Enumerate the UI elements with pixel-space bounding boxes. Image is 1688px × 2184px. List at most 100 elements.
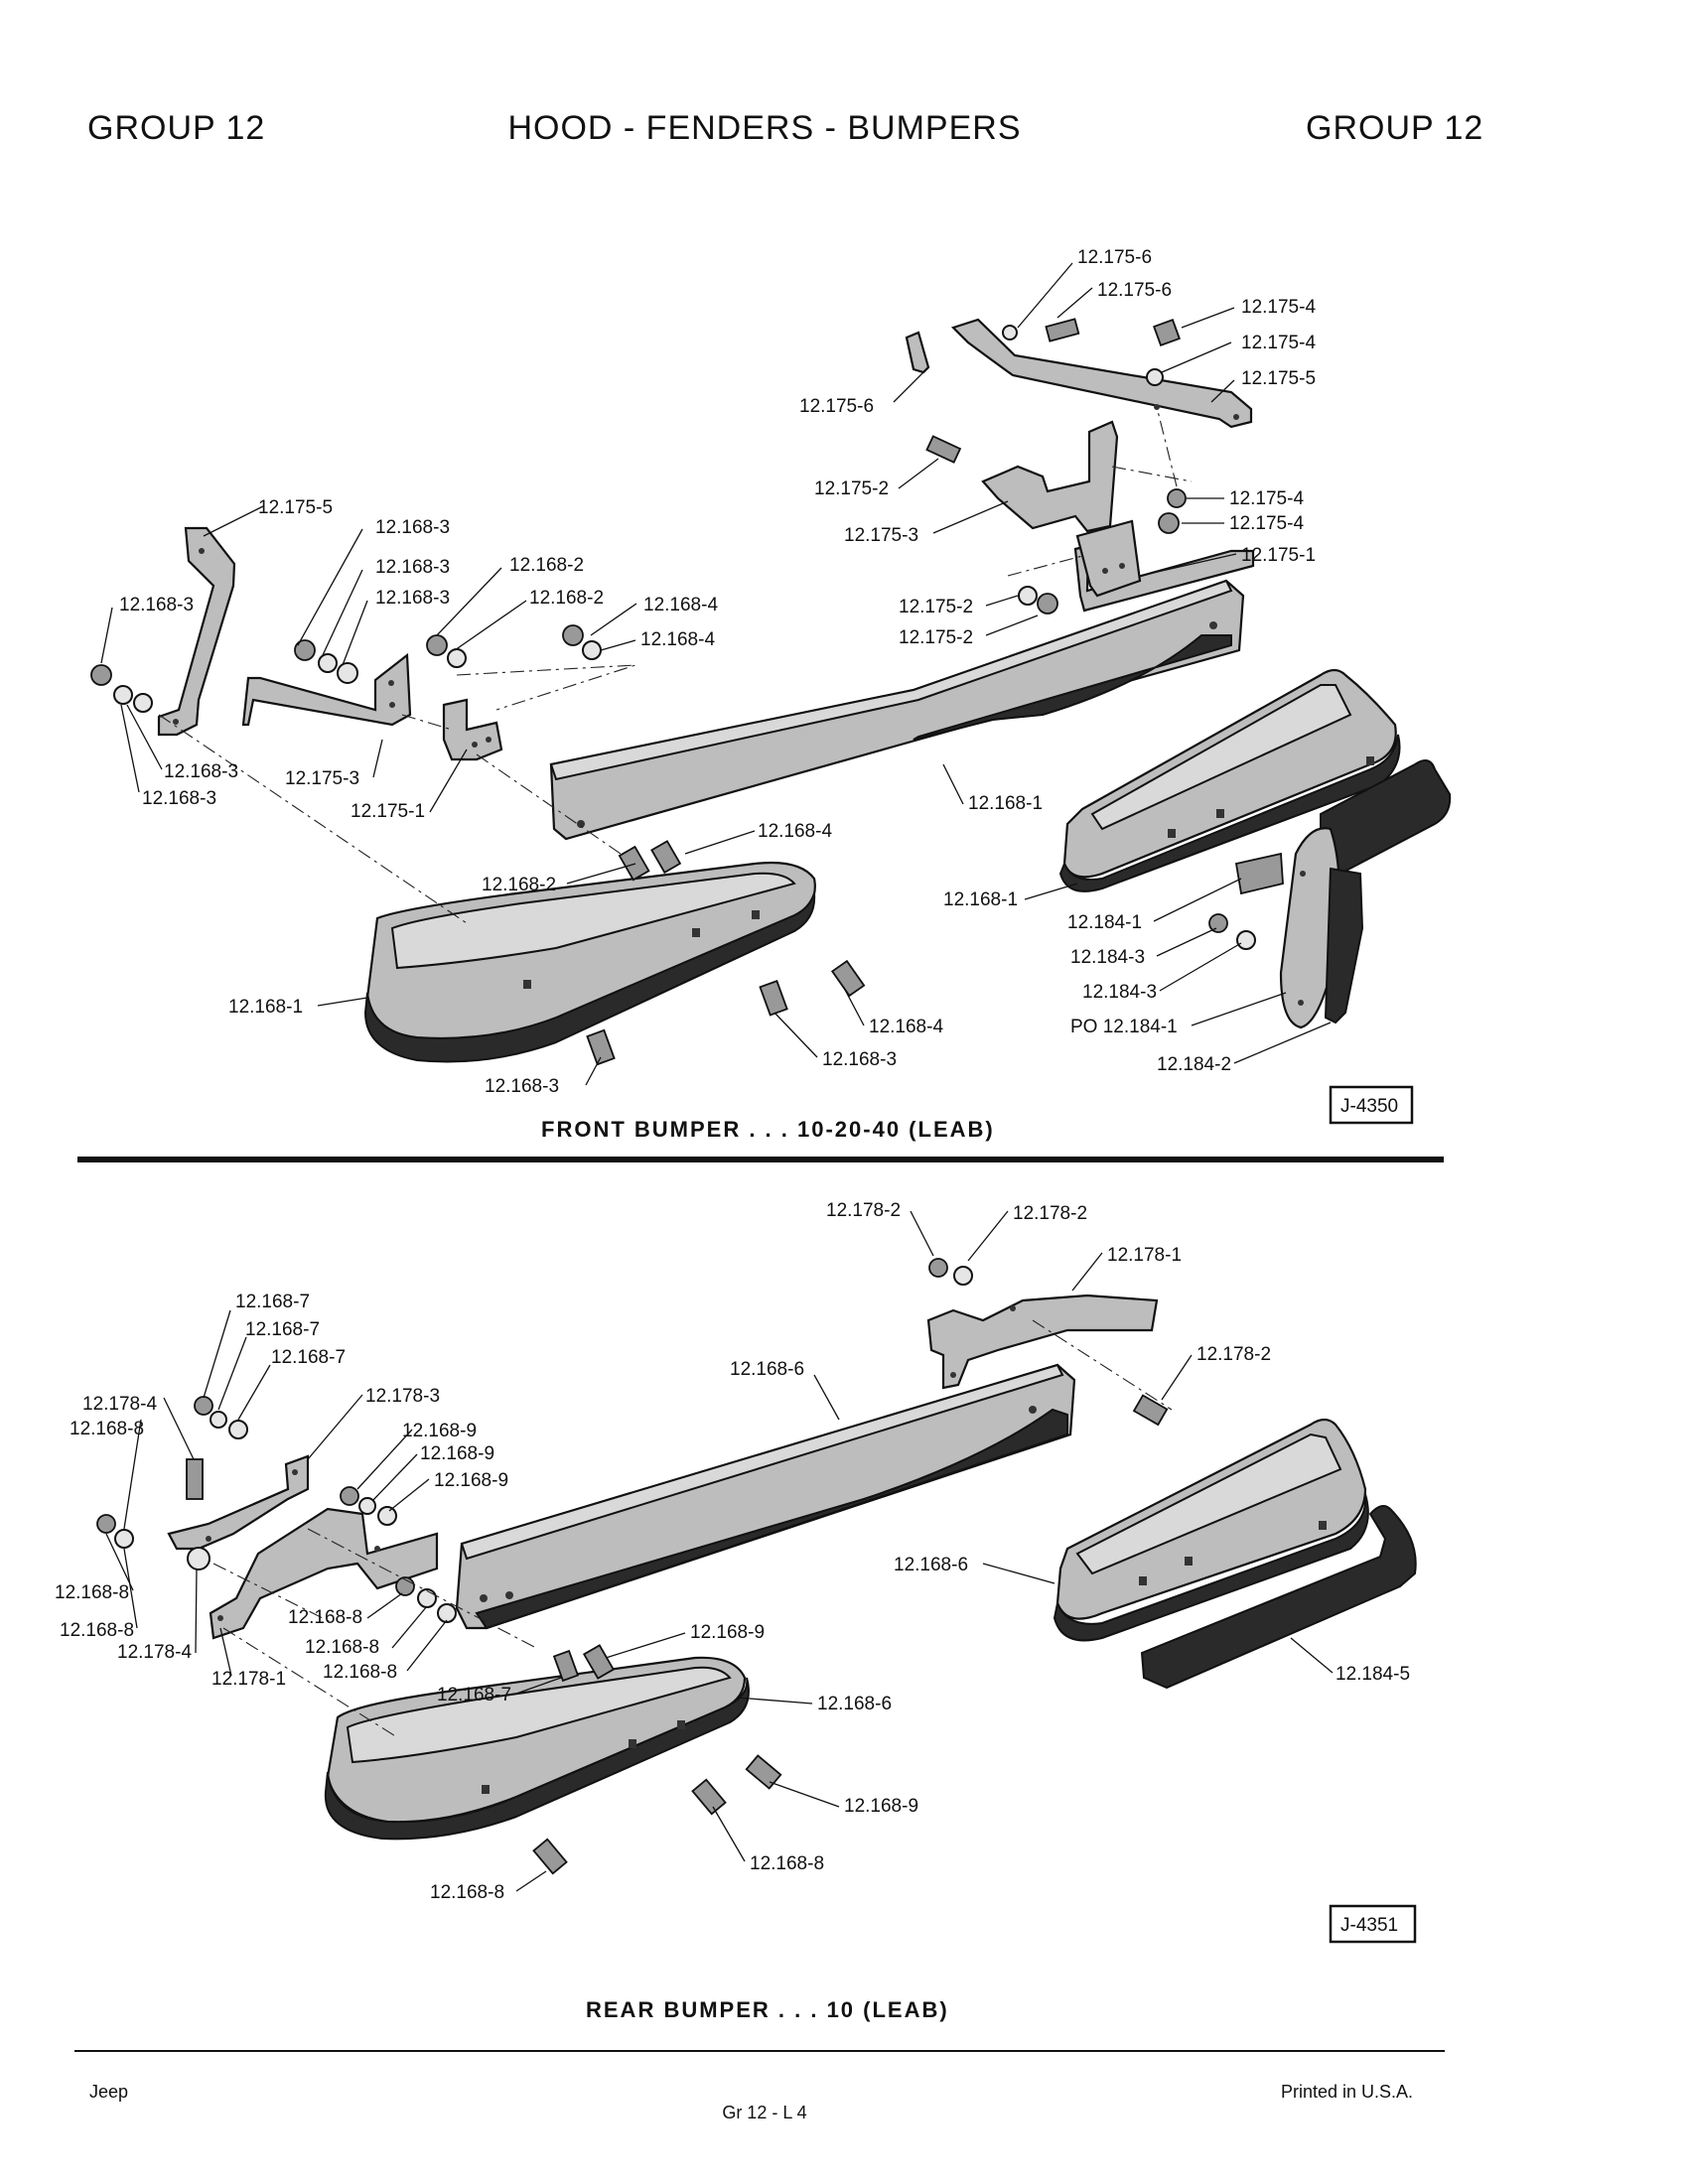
rear-rubber-strip (1140, 1504, 1417, 1690)
callout-label: 12.178-2 (1013, 1203, 1087, 1224)
callout-label: 12.184-3 (1082, 982, 1157, 1003)
rear-leaders (105, 1210, 1334, 1892)
callout-label: 12.168-2 (482, 875, 556, 895)
callout-label: 12.168-8 (55, 1582, 129, 1603)
callout-label: 12.168-4 (869, 1017, 943, 1037)
rear-center-bar (455, 1363, 1076, 1630)
callout-label: 12.175-5 (1241, 368, 1316, 389)
front-assembly-lines (158, 406, 1193, 924)
callout-label: 12.168-1 (968, 793, 1043, 814)
callout-label: 12.168-3 (119, 595, 194, 615)
rear-left-bumper-end (324, 1656, 750, 1841)
callout-label: 12.168-6 (894, 1555, 968, 1575)
right-mount-clip (1075, 519, 1142, 598)
page-title: HOOD - FENDERS - BUMPERS (507, 109, 1022, 147)
callout-label: 12.184-1 (1067, 912, 1142, 933)
callout-label: 12.175-6 (799, 396, 874, 417)
group-label-right: GROUP 12 (1306, 109, 1484, 147)
callout-label: 12.168-3 (164, 761, 238, 782)
callout-label: 12.168-3 (485, 1076, 559, 1097)
callout-label: 12.168-3 (375, 517, 450, 538)
callout-label: 12.168-8 (750, 1853, 824, 1874)
callout-label: 12.175-4 (1241, 333, 1316, 353)
callout-label: 12.168-9 (420, 1443, 494, 1464)
left-center-bracket (241, 652, 412, 727)
rear-left-small-bracket (167, 1454, 310, 1551)
front-left-bumper-end (363, 861, 816, 1063)
rear-left-long-bracket (209, 1507, 439, 1640)
callout-label: 12.168-3 (375, 588, 450, 609)
figure-ref-box (1329, 1085, 1414, 1125)
callout-label: 12.168-9 (402, 1421, 477, 1441)
callout-label: 12.178-4 (117, 1642, 192, 1663)
page-number: Gr 12 - L 4 (722, 2103, 807, 2122)
callout-label: 12.178-3 (365, 1386, 440, 1407)
front-right-bumper-end (1058, 668, 1401, 892)
footer-rule (74, 2050, 1445, 2052)
upper-brace-bracket (950, 318, 1253, 429)
rear-bumper-diagram: 12.178-2 12.178-2 12.178-1 12.168-7 12.1… (55, 1200, 1417, 2022)
callout-label: 12.175-4 (1229, 513, 1304, 534)
group-label-left: GROUP 12 (87, 109, 266, 147)
rear-right-bumper-end (1053, 1418, 1369, 1642)
callout-label: 12.175-4 (1229, 488, 1304, 509)
front-bumper-caption: FRONT BUMPER . . . 10-20-40 (LEAB) (541, 1117, 995, 1142)
callout-label: 12.168-7 (245, 1319, 320, 1340)
callout-label: 12.168-7 (271, 1347, 346, 1368)
section-divider (77, 1157, 1444, 1162)
rear-bumper-caption: REAR BUMPER . . . 10 (LEAB) (586, 1997, 949, 2022)
callout-label: 12.168-8 (430, 1882, 504, 1903)
front-left-mount-bracket (442, 698, 503, 761)
callout-label: 12.184-2 (1157, 1054, 1231, 1075)
front-callouts: 12.175-6 12.175-6 12.175-4 12.175-4 12.1… (119, 247, 1316, 1097)
callout-label: 12.178-1 (1107, 1245, 1182, 1266)
callout-label: 12.168-7 (437, 1685, 511, 1706)
callout-label: 12.168-6 (817, 1694, 892, 1714)
callout-label: 12.168-4 (640, 629, 715, 650)
callout-label: 12.175-5 (258, 497, 333, 518)
callout-label: 12.168-8 (305, 1637, 379, 1658)
rear-callouts: 12.178-2 12.178-2 12.178-1 12.168-7 12.1… (55, 1200, 1410, 1903)
callout-label: 12.178-2 (826, 1200, 901, 1221)
figure-ref-box (1329, 1904, 1417, 1944)
callout-label: 12.168-8 (70, 1419, 144, 1439)
callout-label: 12.168-9 (434, 1470, 508, 1491)
callout-label: 12.168-7 (235, 1292, 310, 1312)
rear-hardware (96, 1258, 1169, 1875)
right-center-bracket (981, 420, 1119, 533)
figure-ref-number: J-4350 (1340, 1096, 1398, 1117)
bumper-guard (1234, 827, 1364, 1029)
callout-label: 12.168-9 (844, 1796, 918, 1817)
callout-label: 12.168-4 (758, 821, 832, 842)
callout-label: 12.168-1 (943, 889, 1018, 910)
callout-label: 12.178-4 (82, 1394, 157, 1415)
callout-label: 12.175-2 (899, 627, 973, 648)
callout-label: 12.168-1 (228, 997, 303, 1018)
callout-label: 12.168-9 (690, 1622, 765, 1643)
callout-label: 12.168-3 (142, 788, 216, 809)
callout-label: 12.168-3 (375, 557, 450, 578)
callout-label: 12.175-2 (899, 597, 973, 617)
callout-label: PO 12.184-1 (1070, 1017, 1178, 1037)
front-center-bar (549, 579, 1245, 841)
front-rubber-strip (1320, 759, 1452, 876)
callout-label: 12.175-3 (285, 768, 359, 789)
callout-label: 12.184-3 (1070, 947, 1145, 968)
rear-assembly-lines (212, 1319, 1173, 1738)
rear-upper-bracket (926, 1294, 1159, 1390)
front-leaders (100, 262, 1332, 1086)
callout-label: 12.178-1 (211, 1669, 286, 1690)
callout-label: 12.175-1 (351, 801, 425, 822)
upper-clip (905, 331, 930, 374)
left-support-bracket (157, 526, 236, 737)
front-hardware (90, 318, 1256, 1066)
callout-label: 12.168-2 (509, 555, 584, 576)
front-bumper-diagram: 12.175-6 12.175-6 12.175-4 12.175-4 12.1… (90, 247, 1452, 1142)
callout-label: 12.168-4 (643, 595, 718, 615)
callout-label: 12.168-2 (529, 588, 604, 609)
callout-label: 12.168-3 (822, 1049, 897, 1070)
callout-label: 12.184-5 (1336, 1664, 1410, 1685)
callout-label: 12.175-1 (1241, 545, 1316, 566)
printed-note: Printed in U.S.A. (1281, 2082, 1414, 2102)
